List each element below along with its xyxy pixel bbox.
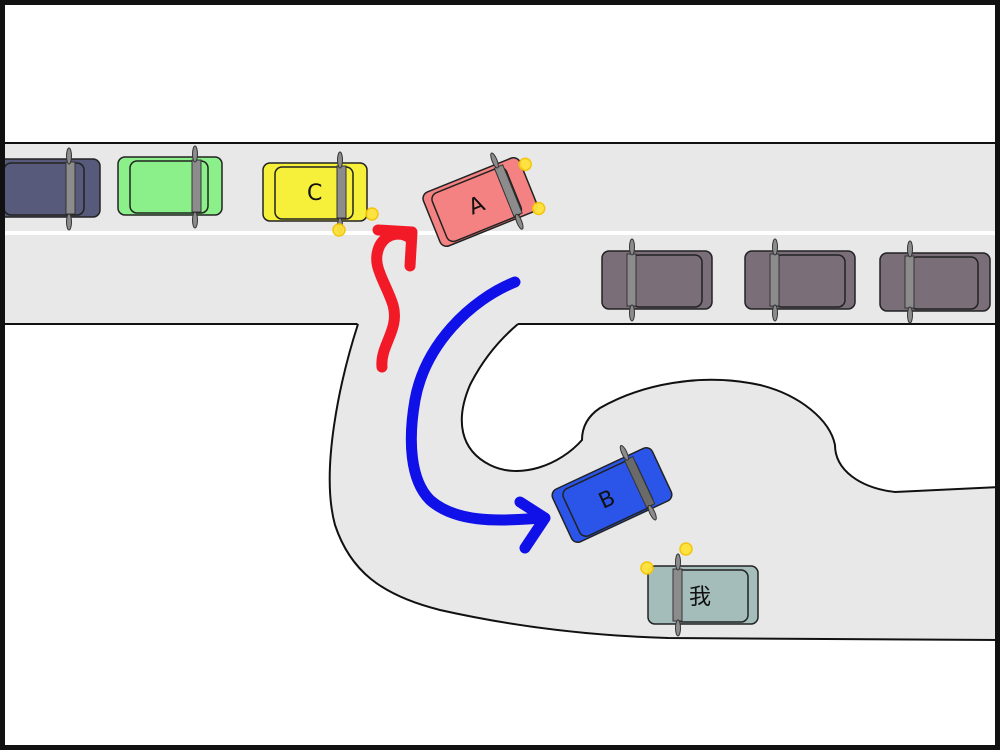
- red-arrow: [371, 224, 418, 373]
- turn-signal-glow: [332, 223, 346, 237]
- turn-signal-glow: [365, 207, 379, 221]
- side-road-inner-edge: [460, 323, 1000, 494]
- car-me: 我: [640, 542, 759, 637]
- turn-signal-glow: [518, 157, 532, 172]
- car-navy: [0, 147, 101, 231]
- turn-signal-glow: [640, 561, 654, 575]
- car-green: [117, 145, 223, 229]
- car-parked-1: [601, 238, 713, 322]
- car-c-label: C: [307, 181, 322, 206]
- blue-arrow: [405, 276, 551, 554]
- side-road-outer-edge: [328, 323, 1000, 641]
- car-c: C: [262, 151, 379, 237]
- car-b: B: [551, 445, 673, 543]
- turn-signal-glow: [531, 201, 546, 216]
- car-a: A: [422, 152, 546, 248]
- car-parked-2: [744, 238, 856, 322]
- turn-signal-glow: [679, 542, 693, 556]
- car-me-label: 我: [689, 585, 711, 610]
- car-parked-3: [879, 240, 991, 324]
